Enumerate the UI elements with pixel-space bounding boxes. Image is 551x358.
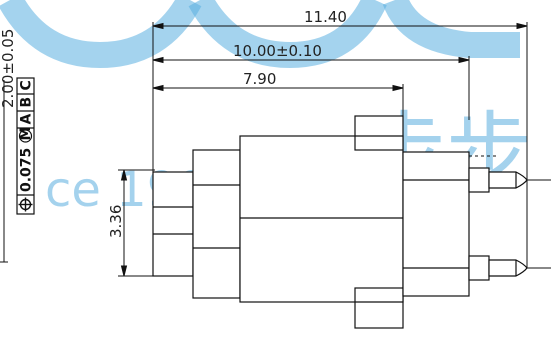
connector-step — [192, 149, 241, 299]
fcf-datum-a: A — [19, 114, 35, 125]
connector-outline — [152, 115, 470, 329]
dimension-overall — [152, 22, 528, 185]
left-dimension: 2.00±0.05 — [0, 29, 17, 263]
fcf-modifier: M — [18, 127, 34, 141]
dim-overall-width: 11.40 — [304, 8, 347, 26]
fcf-datum-c: C — [19, 80, 35, 90]
latch-top — [354, 115, 404, 151]
connector-front-stub — [152, 171, 194, 277]
mmc-circle — [18, 129, 33, 143]
pin-lower — [468, 255, 528, 281]
dimension-body — [152, 56, 470, 120]
fcf-datum-b: B — [19, 97, 35, 108]
left-dimension-text: 2.00±0.05 — [0, 29, 17, 108]
position-icon — [18, 197, 33, 212]
dim-height-text: 3.36 — [107, 205, 125, 238]
latch-bottom — [354, 287, 404, 329]
fcf-tolerance: 0.075 — [19, 148, 35, 192]
dim-inner-width: 7.90 — [243, 70, 276, 88]
watermark-arc-mid — [188, 0, 387, 69]
feature-control-frame: 0.075 M A B C — [16, 77, 35, 215]
dim-body-width: 10.00±0.10 — [233, 42, 322, 60]
pin-upper — [468, 167, 528, 193]
connector-housing — [239, 135, 404, 303]
watermark-arc-left — [0, 0, 202, 69]
watermark-arc-right — [382, 0, 520, 58]
connector-rear — [402, 151, 470, 297]
dimension-height — [118, 169, 155, 277]
